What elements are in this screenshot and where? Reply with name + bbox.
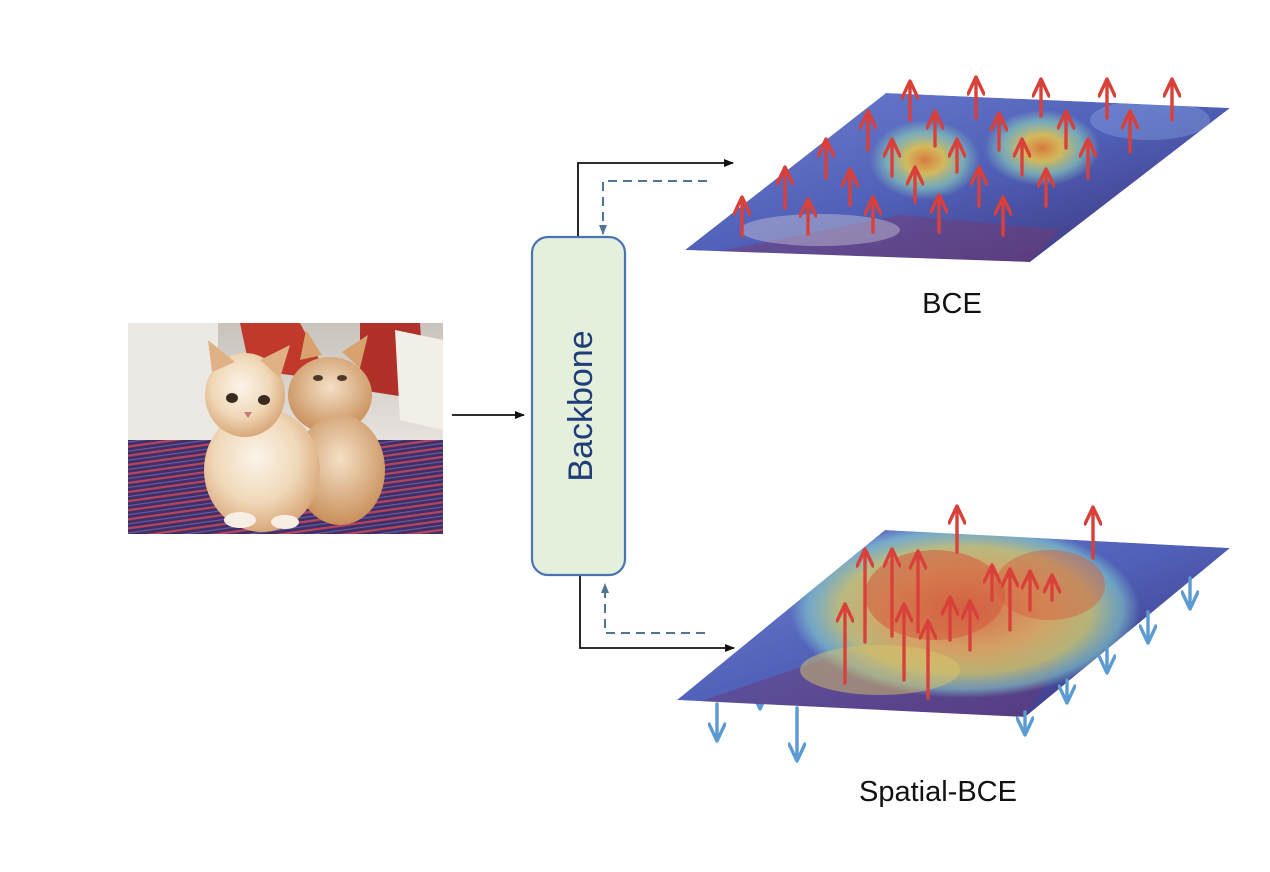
- spatial-feedback-dashed-arrow: [601, 583, 705, 634]
- kitten-photo-icon: [128, 323, 443, 534]
- backbone-block: Backbone: [530, 235, 627, 577]
- bce-label: BCE: [922, 288, 982, 320]
- bce-feedback-dashed-arrow: [599, 180, 707, 235]
- bce-up-arrows: [742, 78, 1172, 238]
- backbone-label: Backbone: [562, 330, 600, 481]
- spatial-red-up-arrows: [845, 507, 1093, 700]
- backbone-to-bce-arrow: [577, 159, 734, 237]
- activation-heatmap-icon: [685, 93, 1230, 262]
- spatial-blue-down-arrows-front: [717, 576, 1190, 760]
- spatial-bce-label: Spatial-BCE: [859, 776, 1017, 808]
- backbone-to-spatial-bce-arrow: [579, 574, 735, 652]
